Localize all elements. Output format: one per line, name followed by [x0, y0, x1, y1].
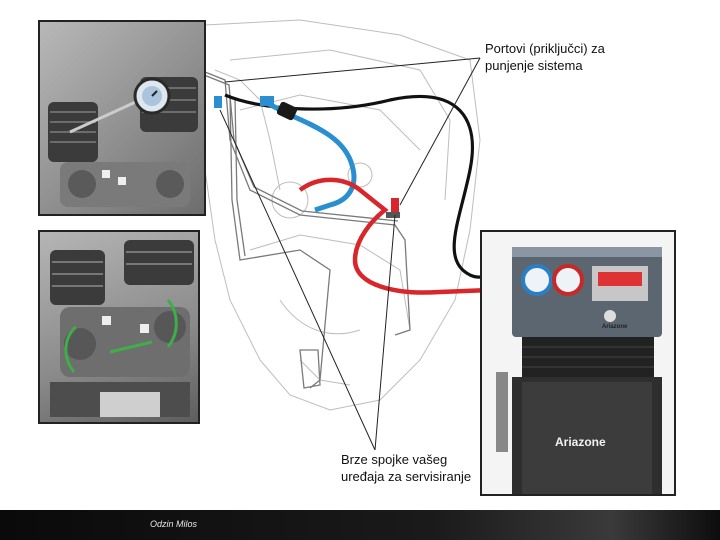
quick-coupler-red [386, 198, 400, 218]
green-arrow-icon [64, 299, 178, 373]
footer-author: Odzin Milos [150, 519, 198, 529]
air-vent-grille [48, 77, 198, 162]
couplers-label: Brze spojke vašeg uređaja za servisiranj… [341, 452, 472, 484]
quick-coupler-blue [214, 96, 274, 108]
panel-brand-label: Ariazone [602, 324, 628, 330]
dashboard-vent-panel-bottom [38, 230, 200, 424]
service-machine-photo: Ariazone Ariazone [480, 230, 676, 496]
machine-brand-label: Ariazone [555, 435, 606, 449]
quick-coupler-black [276, 101, 298, 121]
ports-label: Portovi (priključci) za punjenje sistema [485, 41, 605, 73]
blue-hose [263, 99, 357, 213]
dashboard-vent-panel-top [38, 20, 206, 216]
pressure-gauge-low-icon [521, 264, 553, 296]
black-hose [224, 93, 501, 279]
pressure-gauge-high-icon [552, 264, 584, 296]
thermometer-gauge-icon [133, 77, 171, 115]
system-piping [199, 69, 411, 389]
footer-bar: Odzin Milos [0, 510, 720, 540]
pointer-lines [219, 57, 481, 451]
